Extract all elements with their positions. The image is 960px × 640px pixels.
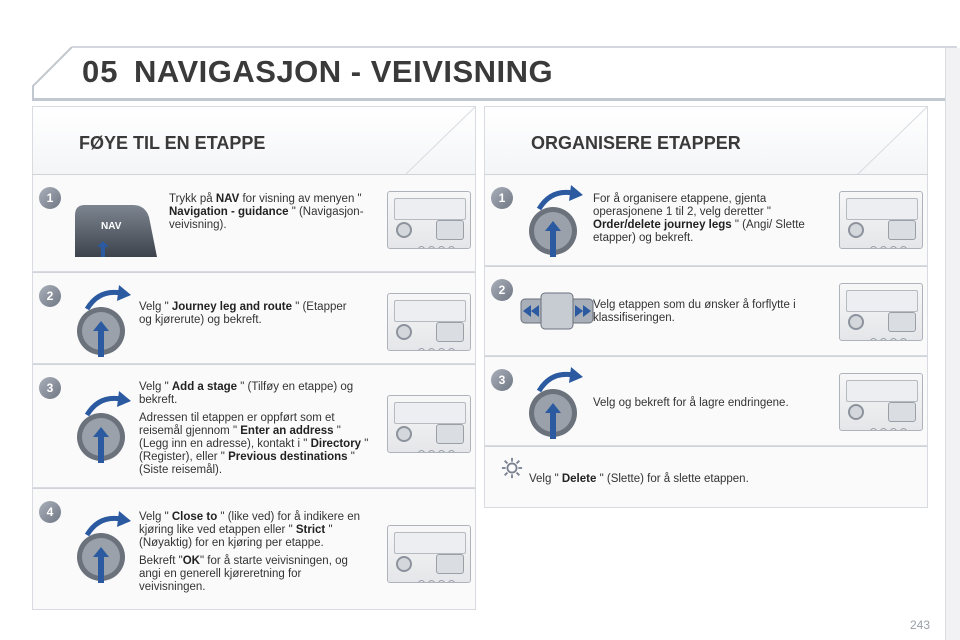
title-corner-decoration <box>405 107 475 175</box>
nav-button-label: NAV <box>101 221 122 232</box>
radio-unit-thumbnail <box>387 191 471 249</box>
settings-gear-icon <box>501 457 523 479</box>
header-corner-decoration <box>32 46 73 100</box>
left-step-3: 3 Velg " Add a stage " (Tilføy en etappe… <box>32 364 476 488</box>
step-number-badge: 3 <box>491 369 513 391</box>
text-segment: Velg " <box>529 473 562 485</box>
right-section-title: ORGANISERE ETAPPER <box>531 133 741 153</box>
text-segment: " (Slette) for å slette etappen. <box>596 473 749 485</box>
text-segment: Trykk på <box>169 193 216 205</box>
radio-unit-thumbnail <box>839 373 923 431</box>
step-instruction: Trykk på NAV for visning av menyen " Nav… <box>169 193 384 237</box>
radio-unit-thumbnail <box>387 395 471 453</box>
step-number-badge: 3 <box>39 377 61 399</box>
text-segment: " (Navigasjon-veivisning). <box>169 206 364 231</box>
right-column: ORGANISERE ETAPPER 1 For å organisere et… <box>484 106 928 508</box>
text-segment: Velg " <box>139 301 172 313</box>
text-segment: Adressen til etappen er oppført som et r… <box>139 412 335 437</box>
text-segment: " (Siste reisemål). <box>139 451 355 476</box>
text-segment: Velg " <box>139 511 172 523</box>
text-segment: " (Tilføy en etappe) og bekreft. <box>139 381 354 406</box>
text-bold: OK <box>182 555 200 567</box>
step-instruction: Velg og bekreft for å lagre endringene. <box>593 397 825 415</box>
left-right-pad-icon[interactable] <box>517 291 597 331</box>
text-segment: For å organisere etappene, gjenta operas… <box>593 193 771 218</box>
text-segment: Velg " <box>139 381 172 393</box>
radio-unit-thumbnail <box>839 283 923 341</box>
step-number-badge: 2 <box>39 285 61 307</box>
rotary-knob-push-icon[interactable] <box>525 363 605 443</box>
text-bold: Navigation - guidance <box>169 206 289 218</box>
text-segment: Velg etappen som du ønsker å forflytte i… <box>593 299 796 324</box>
right-tip-box: Velg " Delete " (Slette) for å slette et… <box>484 446 928 508</box>
radio-unit-thumbnail <box>387 293 471 351</box>
text-segment: for visning av menyen " <box>239 193 362 205</box>
step-instruction: For å organisere etappene, gjenta operas… <box>593 193 825 250</box>
text-bold: Enter an address <box>240 425 334 437</box>
text-bold: Previous destinations <box>228 451 348 463</box>
text-bold: NAV <box>215 193 240 205</box>
text-bold: Directory <box>310 438 362 450</box>
step-number-badge: 4 <box>39 501 61 523</box>
rotary-knob-push-icon[interactable] <box>525 181 605 261</box>
tip-instruction: Velg " Delete " (Slette) for å slette et… <box>529 473 909 491</box>
left-step-2: 2 Velg " Journey leg and route " (Etappe… <box>32 272 476 364</box>
text-bold: Close to <box>171 511 218 523</box>
text-bold: Strict <box>295 524 326 536</box>
radio-unit-thumbnail <box>839 191 923 249</box>
text-segment: " for å starte veivisningen, og angi en … <box>139 555 348 593</box>
text-bold: Journey leg and route <box>171 301 292 313</box>
header-rule <box>32 98 957 101</box>
text-segment: " (Nøyaktig) for en kjøring per etappe. <box>139 524 333 549</box>
left-step-1: 1 NAV Trykk på NAV for visning av menyen… <box>32 174 476 272</box>
right-step-1: 1 For å organisere etappene, gjenta oper… <box>484 174 928 266</box>
rotary-knob-push-icon[interactable] <box>73 281 153 361</box>
text-segment: " (Register), eller " <box>139 438 369 463</box>
left-step-4: 4 Velg " Close to " (like ved) for å ind… <box>32 488 476 610</box>
step-instruction: Velg " Journey leg and route " (Etapper … <box>139 301 354 332</box>
rotary-knob-push-icon[interactable] <box>73 387 153 467</box>
right-step-3: 3 Velg og bekreft for å lagre endringene… <box>484 356 928 446</box>
step-number-badge: 1 <box>39 187 61 209</box>
step-instruction: Velg " Close to " (like ved) for å indik… <box>139 511 371 599</box>
step-instruction: Velg etappen som du ønsker å forflytte i… <box>593 299 825 330</box>
page-title: NAVIGASJON - VEIVISNING <box>134 54 554 89</box>
text-bold: Delete <box>561 473 597 485</box>
step-number-badge: 2 <box>491 279 513 301</box>
right-title-box: ORGANISERE ETAPPER <box>484 106 928 175</box>
title-corner-decoration <box>857 107 927 175</box>
right-step-2: 2 Velg etappen som du ønsker å forflytte… <box>484 266 928 356</box>
rotary-knob-push-icon[interactable] <box>73 507 153 587</box>
side-tab-bar <box>945 48 960 640</box>
text-bold: Order/delete journey legs <box>593 219 732 231</box>
left-column: FØYE TIL EN ETAPPE 1 NAV Trykk på NAV fo… <box>32 106 476 610</box>
text-segment: " (Angi/ Slette etapper) og bekreft. <box>593 219 805 244</box>
text-segment: Velg og bekreft for å lagre endringene. <box>593 397 789 409</box>
text-bold: Add a stage <box>171 381 238 393</box>
left-title-box: FØYE TIL EN ETAPPE <box>32 106 476 175</box>
text-segment: " (Legg inn en adresse), kontakt i " <box>139 425 341 450</box>
section-number: 05 <box>82 54 119 89</box>
radio-unit-thumbnail <box>387 525 471 583</box>
step-number-badge: 1 <box>491 187 513 209</box>
text-segment: " (like ved) for å indikere en kjøring l… <box>139 511 361 536</box>
text-segment: Bekreft " <box>139 555 183 567</box>
page-number: 243 <box>910 618 931 632</box>
left-section-title: FØYE TIL EN ETAPPE <box>79 133 266 153</box>
step-instruction: Velg " Add a stage " (Tilføy en etappe) … <box>139 381 371 482</box>
nav-button-icon[interactable]: NAV <box>73 195 161 259</box>
header-top-rule <box>72 46 957 48</box>
text-segment: " (Etapper og kjørerute) og bekreft. <box>139 301 347 326</box>
page-header: 05 NAVIGASJON - VEIVISNING <box>32 46 957 102</box>
